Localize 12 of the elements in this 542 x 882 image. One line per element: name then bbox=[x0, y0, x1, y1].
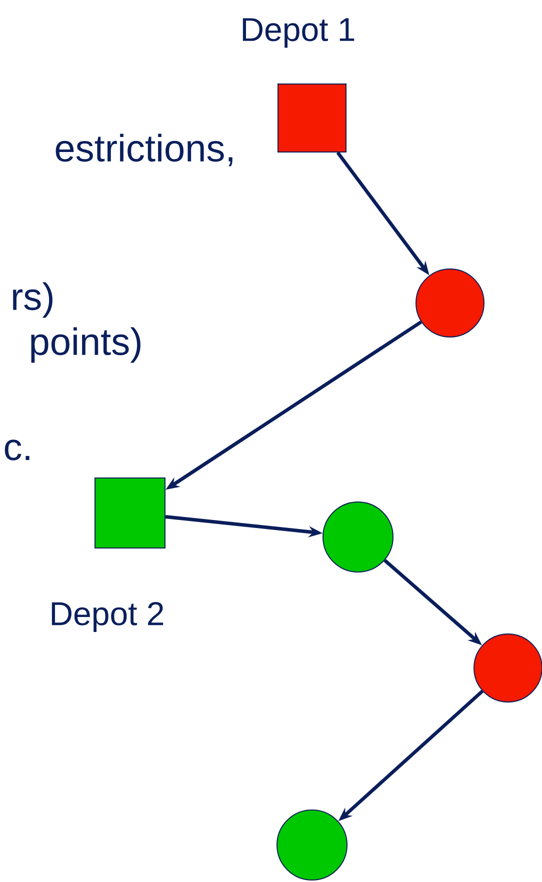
circle-node bbox=[322, 502, 394, 572]
circle-node bbox=[416, 268, 484, 338]
square-node bbox=[278, 84, 346, 152]
node-caption: Depot 1 bbox=[242, 18, 354, 48]
text-fragment: c. bbox=[4, 440, 30, 460]
text-fragment: estrictions, bbox=[56, 134, 232, 166]
text-fragment: points) bbox=[31, 327, 140, 363]
text-fragment: rs) bbox=[13, 282, 52, 318]
circle-node bbox=[276, 810, 348, 880]
circle-node bbox=[474, 634, 542, 702]
node-caption: Depot 2 bbox=[52, 602, 164, 632]
square-node bbox=[94, 478, 166, 548]
